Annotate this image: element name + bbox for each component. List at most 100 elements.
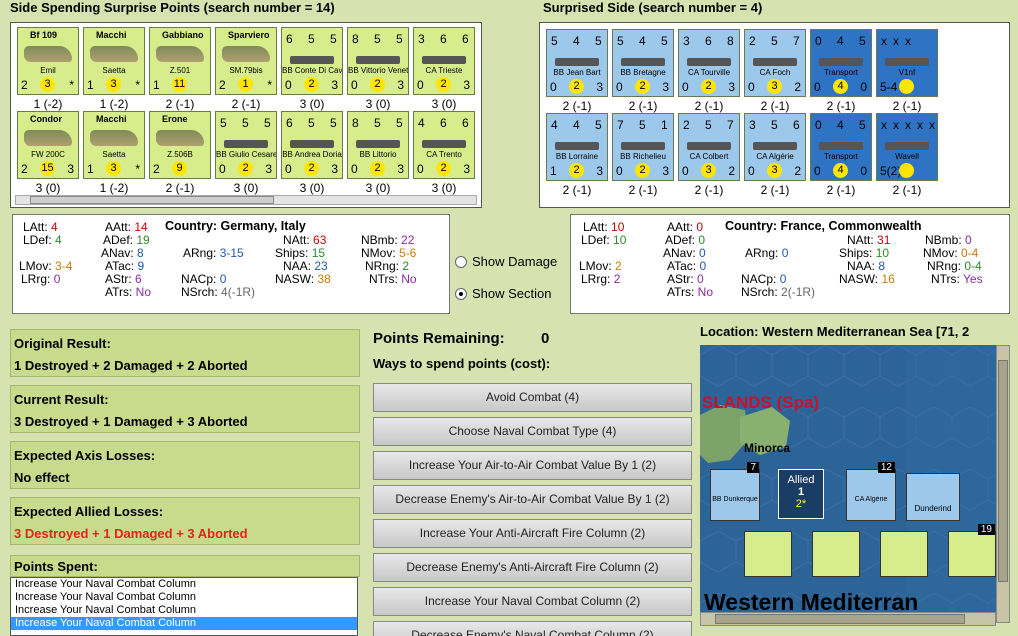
- stat-atrs-r: ATrs: No: [667, 285, 714, 299]
- counter-name: BB Andrea Doria: [282, 150, 342, 159]
- counter-top-label: 8 5 5: [352, 32, 409, 46]
- counter-value-a: 1: [153, 78, 160, 92]
- counter-top-label: 3 6 8: [683, 34, 740, 48]
- counter-caption: 2 (-1): [562, 183, 592, 197]
- map-counter-bf109[interactable]: [744, 531, 792, 577]
- stat-lrrg: LRrg: 0: [21, 272, 61, 286]
- map-vertical-scrollbar[interactable]: [996, 345, 1010, 623]
- map-counter-condor[interactable]: 19: [948, 524, 996, 577]
- stat-naa-r: NAA: 8: [847, 259, 886, 273]
- aircraft-silhouette-icon: [24, 130, 72, 146]
- list-item[interactable]: Increase Your Naval Combat Column: [15, 604, 196, 616]
- counter-top-label: Condor: [30, 114, 62, 124]
- choose-naval-combat-type-button[interactable]: Choose Naval Combat Type (4): [373, 417, 692, 446]
- decrease-enemy-naval-combat-button[interactable]: Decrease Enemy's Naval Combat Column (2): [373, 621, 692, 636]
- counter-name: BB Lorraine: [555, 152, 599, 161]
- map-counter-row[interactable]: 19: [744, 524, 996, 579]
- counter-value-b: 2: [304, 161, 319, 176]
- ship-silhouette-icon: [224, 140, 268, 148]
- points-spent-list[interactable]: Increase Your Naval Combat Column Increa…: [10, 577, 358, 636]
- map-counter-gabbiano[interactable]: [880, 531, 928, 577]
- counter-value-a: 2: [21, 78, 28, 92]
- counter-caption: 2 (-1): [760, 99, 790, 113]
- counter-top-label: xxxxx: [881, 118, 938, 132]
- counter-top-label: Bf 109: [30, 30, 58, 40]
- stat-natt: NAtt: 63: [283, 233, 327, 247]
- axis-unit-counter[interactable]: 6 5 5BB Conte Di Cavour023: [281, 27, 343, 95]
- ship-silhouette-icon: [621, 142, 665, 150]
- stat-astr-r: AStr: 0: [667, 272, 704, 286]
- counter-name: Emil: [40, 66, 56, 75]
- map-vscroll-thumb[interactable]: [998, 360, 1008, 582]
- counter-caption: 3 (0): [365, 181, 391, 195]
- show-section-label[interactable]: Show Section: [472, 286, 552, 301]
- counter-caption: 3 (0): [299, 97, 325, 111]
- show-section-radio[interactable]: [455, 288, 467, 300]
- counter-value-a: 0: [682, 164, 689, 178]
- counter-caption: 1 (-2): [99, 181, 129, 195]
- increase-naval-combat-button[interactable]: Increase Your Naval Combat Column (2): [373, 587, 692, 616]
- counter-value-a: 1: [87, 162, 94, 176]
- map-hscroll-thumb[interactable]: [715, 614, 965, 624]
- stat-nrng-r: NRng: 0-4: [927, 259, 982, 273]
- decrease-enemy-air-to-air-button[interactable]: Decrease Enemy's Air-to-Air Combat Value…: [373, 485, 692, 514]
- increase-aa-fire-button[interactable]: Increase Your Anti-Aircraft Fire Column …: [373, 519, 692, 548]
- counter-value-b: [899, 163, 914, 178]
- show-damage-radio[interactable]: [455, 256, 467, 268]
- ship-silhouette-icon: [555, 58, 599, 66]
- ship-silhouette-icon: [687, 58, 731, 66]
- allied-stats: LAtt: 10 LDef: 10 LMov: 2 LRrg: 2 AAtt: …: [570, 214, 1010, 314]
- counter-value-b: 4: [833, 79, 848, 94]
- allied-stack-box[interactable]: Allied 1 2*: [778, 469, 824, 519]
- axis-scrollbar[interactable]: [15, 195, 477, 205]
- show-damage-label[interactable]: Show Damage: [472, 254, 558, 269]
- counter-value-a: 2: [219, 78, 226, 92]
- stat-lmov-r: LMov: 2: [579, 259, 622, 273]
- list-item[interactable]: Increase Your Naval Combat Column: [15, 591, 196, 603]
- avoid-combat-button[interactable]: Avoid Combat (4): [373, 383, 692, 412]
- counter-name: SM.79bis: [229, 66, 263, 75]
- map-counter-macchi[interactable]: [812, 531, 860, 577]
- map-counter-dunderind[interactable]: Dunderind: [906, 473, 960, 521]
- ship-silhouette-icon: [422, 56, 466, 64]
- increase-air-to-air-button[interactable]: Increase Your Air-to-Air Combat Value By…: [373, 451, 692, 480]
- axis-losses-box: Expected Axis Losses: No effect: [10, 441, 360, 489]
- map-counter-algerie[interactable]: 12 CA Algérie: [846, 462, 896, 521]
- counter-value-b: 2: [701, 79, 716, 94]
- counter-value-c: 3: [67, 162, 74, 176]
- counter-value-b: 9: [172, 161, 187, 176]
- map-counter-dunkerque[interactable]: 7 BB Dunkerque: [710, 462, 760, 521]
- map-horizontal-scrollbar[interactable]: [700, 612, 996, 626]
- decrease-enemy-aa-fire-button[interactable]: Decrease Enemy's Anti-Aircraft Fire Colu…: [373, 553, 692, 582]
- axis-scroll-thumb[interactable]: [30, 196, 274, 204]
- map-view[interactable]: SLANDS (Spa) Minorca 7 BB Dunkerque Alli…: [700, 345, 996, 623]
- counter-name: BB Vittorio Veneto: [348, 66, 408, 75]
- list-item[interactable]: Increase Your Naval Combat Column: [15, 578, 196, 590]
- list-item-selected[interactable]: Increase Your Naval Combat Column: [11, 617, 357, 630]
